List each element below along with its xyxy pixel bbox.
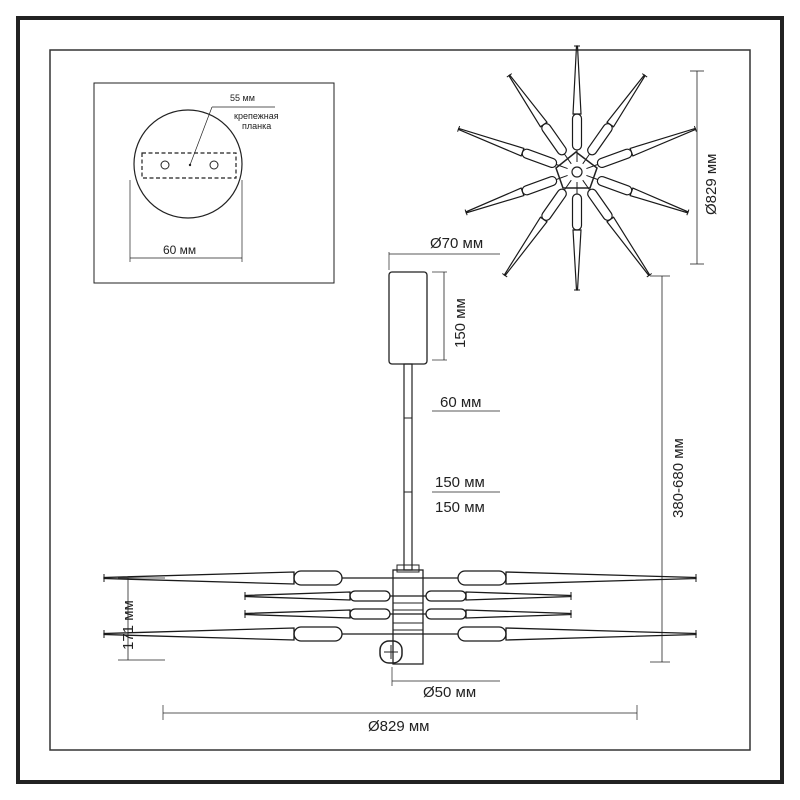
canopy-height-label: 150 мм [452, 298, 469, 348]
total-height-label: 380-680 мм [670, 438, 687, 518]
canopy-diameter-label: Ø70 мм [430, 235, 483, 252]
lamp-cone [465, 591, 572, 601]
lamp-arm [103, 570, 408, 586]
lamp-cone [505, 627, 697, 641]
mount-plate-outline [141, 152, 237, 179]
rod-length-2-label: 150 мм [435, 474, 485, 491]
top-view: Ø829 мм [457, 45, 720, 291]
lamp-arm [408, 608, 572, 620]
plate-name-line2: планка [242, 121, 271, 131]
canopy [388, 271, 428, 365]
lamp-arm [408, 590, 572, 602]
hub-knob [379, 640, 403, 664]
top-view-diameter-label: Ø829 мм [703, 154, 720, 216]
plate-name-line1: крепежная [234, 111, 279, 121]
lamp-sleeve [349, 590, 391, 602]
rod-length-1-label: 60 мм [440, 394, 481, 411]
top-view-arm [506, 73, 572, 165]
top-view-arm [571, 182, 583, 291]
mount-plate-inset: 55 мм крепежная планка 60 мм [93, 82, 335, 284]
lamp-cone [465, 609, 572, 619]
top-view-arm [457, 125, 568, 170]
top-view-hub [555, 151, 598, 189]
lamp-arm [408, 570, 697, 586]
hub-body [392, 569, 424, 665]
lamp-sleeve [349, 608, 391, 620]
screw-hole-left [160, 160, 170, 170]
top-view-arm [501, 179, 572, 278]
lamp-sleeve [457, 626, 507, 642]
side-view-arms [103, 570, 697, 642]
lamp-sleeve [293, 570, 343, 586]
rod-length-3-label: 150 мм [435, 499, 485, 516]
plate-size-label: 55 мм [230, 93, 255, 103]
top-view-arm [582, 179, 653, 278]
inner-frame [49, 49, 751, 751]
top-view-arms [457, 45, 697, 291]
canopy-circle [133, 109, 243, 219]
lamp-arm [244, 590, 408, 602]
top-view-arm [582, 73, 648, 165]
lamp-arm [103, 626, 408, 642]
outer-frame [16, 16, 784, 784]
base-width-label: 60 мм [163, 243, 196, 257]
lamp-cone [505, 571, 697, 585]
lamp-arm [408, 626, 697, 642]
lamp-sleeve [425, 608, 467, 620]
top-view-arm [464, 174, 568, 216]
lamp-cone [244, 609, 351, 619]
screw-hole-right [209, 160, 219, 170]
lamp-sleeve [425, 590, 467, 602]
suspension-rod [403, 363, 413, 571]
body-height-label: 171 мм [120, 600, 137, 650]
top-view-arm [586, 125, 697, 170]
lamp-arm [244, 608, 408, 620]
lamp-sleeve [457, 570, 507, 586]
hub-diameter-label: Ø50 мм [423, 684, 476, 701]
top-view-arm [571, 45, 583, 162]
top-view-arm [586, 174, 690, 216]
width-label: Ø829 мм [368, 718, 430, 735]
lamp-cone [244, 591, 351, 601]
lamp-sleeve [293, 626, 343, 642]
side-view: Ø70 мм 150 мм 60 мм 150 мм 150 мм 380-68… [103, 235, 697, 735]
